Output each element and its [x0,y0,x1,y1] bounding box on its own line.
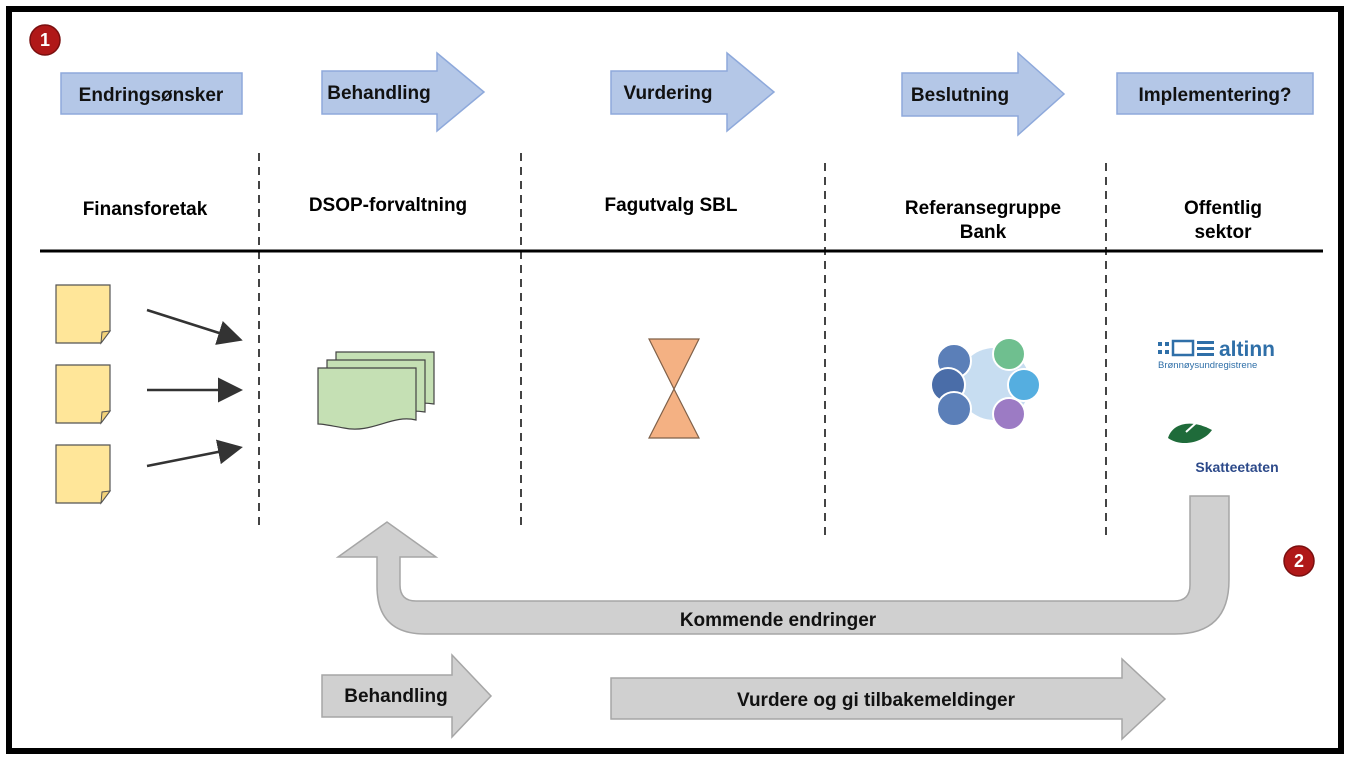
arrow-icon [146,439,243,468]
arrow-icon [146,308,243,345]
svg-text:Endringsønsker: Endringsønsker [79,85,224,106]
referansegruppe-logo-icon [930,337,1041,431]
svg-text:Beslutning: Beslutning [911,85,1009,106]
column-referansegruppe: Referansegruppe [905,198,1061,219]
kommende-endringer-label: Kommende endringer [680,610,877,631]
svg-text:2: 2 [1294,551,1304,571]
column-fagutvalg-sbl: Fagutvalg SBL [604,195,737,216]
stage-beslutning-arrow: Beslutning [901,51,1066,137]
column-offentlig: Offentlig [1184,198,1262,219]
skatteetaten-logo: Skatteetaten [1168,422,1279,475]
column-finansforetak: Finansforetak [83,199,208,220]
hourglass-icon [648,338,700,439]
sticky-notes [55,284,111,504]
stage-endringsonsker: Endringsønsker [60,72,243,115]
stage-implementering: Implementering? [1116,72,1314,115]
behandling-grey-arrow: Behandling [321,653,493,739]
column-offentlig-line2: sektor [1194,222,1252,243]
svg-text:altinn: altinn [1219,338,1275,361]
documents-icon [317,351,435,430]
skatteetaten-logo-icon [1168,423,1212,444]
altinn-subtitle: Brønnøysundregistrene [1158,360,1257,371]
svg-text:Behandling: Behandling [344,686,447,707]
svg-text:Vurdere og gi tilbakemeldinger: Vurdere og gi tilbakemeldinger [737,690,1016,711]
svg-text:Skatteetaten: Skatteetaten [1195,459,1278,475]
stage-vurdering-arrow: Vurdering [610,51,776,133]
stage-behandling-arrow: Behandling [321,51,486,133]
column-dsop-forvaltning: DSOP-forvaltning [309,195,467,216]
column-separators [258,153,1107,540]
badge-2: 2 [1283,545,1315,577]
column-referansegruppe-line2: Bank [960,222,1007,243]
svg-text:Vurdering: Vurdering [623,83,712,104]
altinn-logo: altinn Brønnøysundregistrene [1158,338,1275,371]
svg-text:Implementering?: Implementering? [1138,85,1291,106]
svg-text:Behandling: Behandling [327,83,430,104]
altinn-logo-icon [1158,339,1214,357]
vurdere-grey-arrow: Vurdere og gi tilbakemeldinger [610,657,1167,741]
svg-text:1: 1 [40,30,50,50]
note-arrows [146,308,243,468]
badge-1: 1 [29,24,61,56]
kommende-endringer-arrow [335,495,1230,635]
